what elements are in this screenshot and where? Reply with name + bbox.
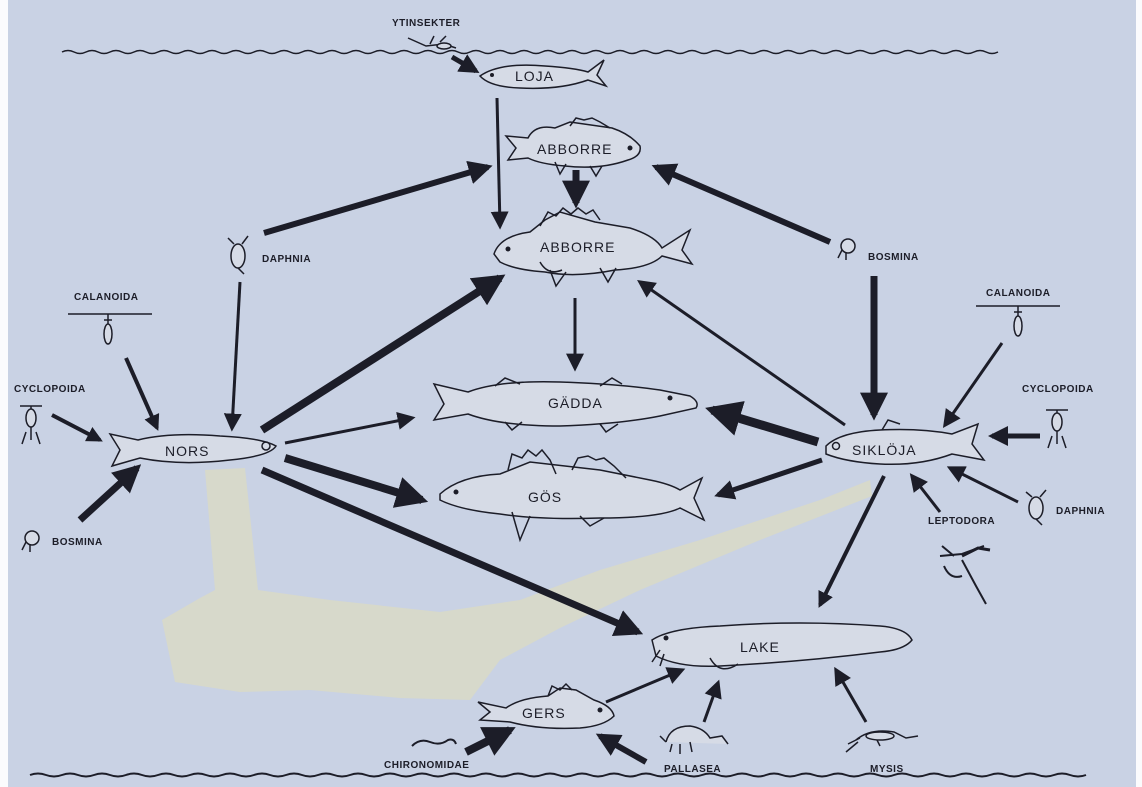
label-calanoida-right: CALANOIDA [986,288,1051,299]
arrow-sikloja-gadda [705,401,820,447]
daphnia-icon [1025,489,1047,526]
arrow-calanoida-sikloja [942,342,1004,428]
label-calanoida-left: CALANOIDA [74,292,139,303]
label-lake: LAKE [740,639,780,655]
fish-abborre-small: ABBORRE [504,117,641,178]
arrow-ytinsekter-loja [450,54,480,74]
label-abborre-large: ABBORRE [540,239,615,255]
label-gos: GÖS [528,488,562,505]
arrow-daphnia-sikloja [946,466,1019,504]
feeding-arrows [51,54,1040,765]
mysis-icon [845,730,919,753]
cyclopoida-icon [1046,409,1068,449]
arrow-loja-abborre [490,97,509,230]
calanoida-icon [976,305,1060,337]
label-chironomidae: CHIRONOMIDAE [384,760,469,771]
arrow-chironomidae-gers [464,726,516,756]
label-pallasea: PALLASEA [664,764,721,775]
calanoida-icon [68,313,152,345]
daphnia-icon [227,235,249,275]
arrow-mysis-lake [834,666,868,723]
label-loja: LOJA [515,68,554,84]
fish-loja: LOJA [478,59,609,90]
fish-gos: GÖS [439,448,706,543]
paper-margin-left [0,0,8,787]
label-cyclopoida-right: CYCLOPOIDA [1022,384,1094,395]
whiteout-smudge [162,468,872,700]
bosmina-icon [21,530,40,552]
label-bosmina-top: BOSMINA [868,252,919,263]
arrow-daphnia-abborre [263,160,493,236]
label-abborre-small: ABBORRE [537,141,612,157]
leptodora-icon [939,545,991,605]
arrow-leptodora-sikloja [909,473,942,513]
label-cyclopoida-left: CYCLOPOIDA [14,384,86,395]
fish-abborre-large: ABBORRE [493,206,694,288]
label-sikloja: SIKLÖJA [852,441,917,458]
label-bosmina-left: BOSMINA [52,537,103,548]
label-ytinsekter: YTINSEKTER [392,18,461,29]
chironomidae-icon [411,738,457,747]
arrow-pallasea-lake [702,679,722,723]
label-daphnia-left: DAPHNIA [262,254,311,265]
arrow-sikloja-gos [714,457,823,500]
pallasea-icon [659,725,729,754]
label-leptodora: LEPTODORA [928,516,995,527]
arrow-bosmina-abborre [651,163,832,245]
bosmina-icon [837,238,856,260]
water-surface-line [61,49,999,55]
arrow-cyclopoida-nors [51,413,103,442]
arrow-daphnia-nors [223,281,242,432]
paper-margin-right [1136,0,1142,787]
label-gers: GERS [522,705,566,721]
arrow-sikloja-abborre [637,279,846,427]
lake-bottom-line [29,772,1087,778]
fish-nors: NORS [108,432,278,468]
label-nors: NORS [165,443,209,459]
label-gadda: GÄDDA [548,395,603,411]
label-daphnia-right: DAPHNIA [1056,506,1105,517]
cyclopoida-icon [20,405,42,445]
insect-icon [407,35,457,50]
fish-lake: LAKE [651,622,913,670]
arrow-bosmina-nors [77,464,142,523]
arrow-gers-lake [605,667,686,704]
label-mysis: MYSIS [870,764,904,775]
arrow-nors-gadda [284,411,416,445]
arrow-sikloja-lake [818,475,886,608]
arrow-nors-gos [283,454,429,508]
fish-gers: GERS [477,682,615,730]
arrow-calanoida-nors [124,357,160,431]
arrow-nors-abborre [259,274,506,434]
fish-sikloja: SIKLÖJA [825,419,986,466]
fish-gadda: GÄDDA [432,377,698,434]
arrow-nors-lake [260,466,644,636]
arrow-pallasea-gers [595,733,648,765]
